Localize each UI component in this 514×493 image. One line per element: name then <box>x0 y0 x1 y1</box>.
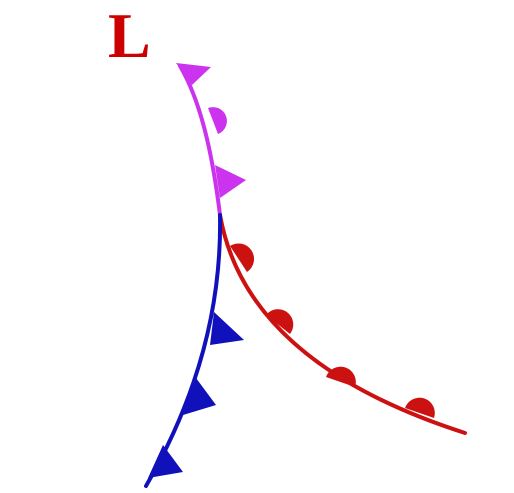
warm-front <box>220 215 465 433</box>
occluded-front-semicircle <box>208 107 227 134</box>
cold-front-triangle <box>210 312 244 345</box>
occluded-front-triangle <box>215 165 246 198</box>
warm-front-line <box>220 215 465 433</box>
occluded-front <box>176 63 246 215</box>
occluded-front-line <box>180 66 220 215</box>
cold-front-triangle <box>148 445 183 478</box>
cold-front-line <box>146 215 220 486</box>
occluded-front-triangle <box>176 63 211 85</box>
